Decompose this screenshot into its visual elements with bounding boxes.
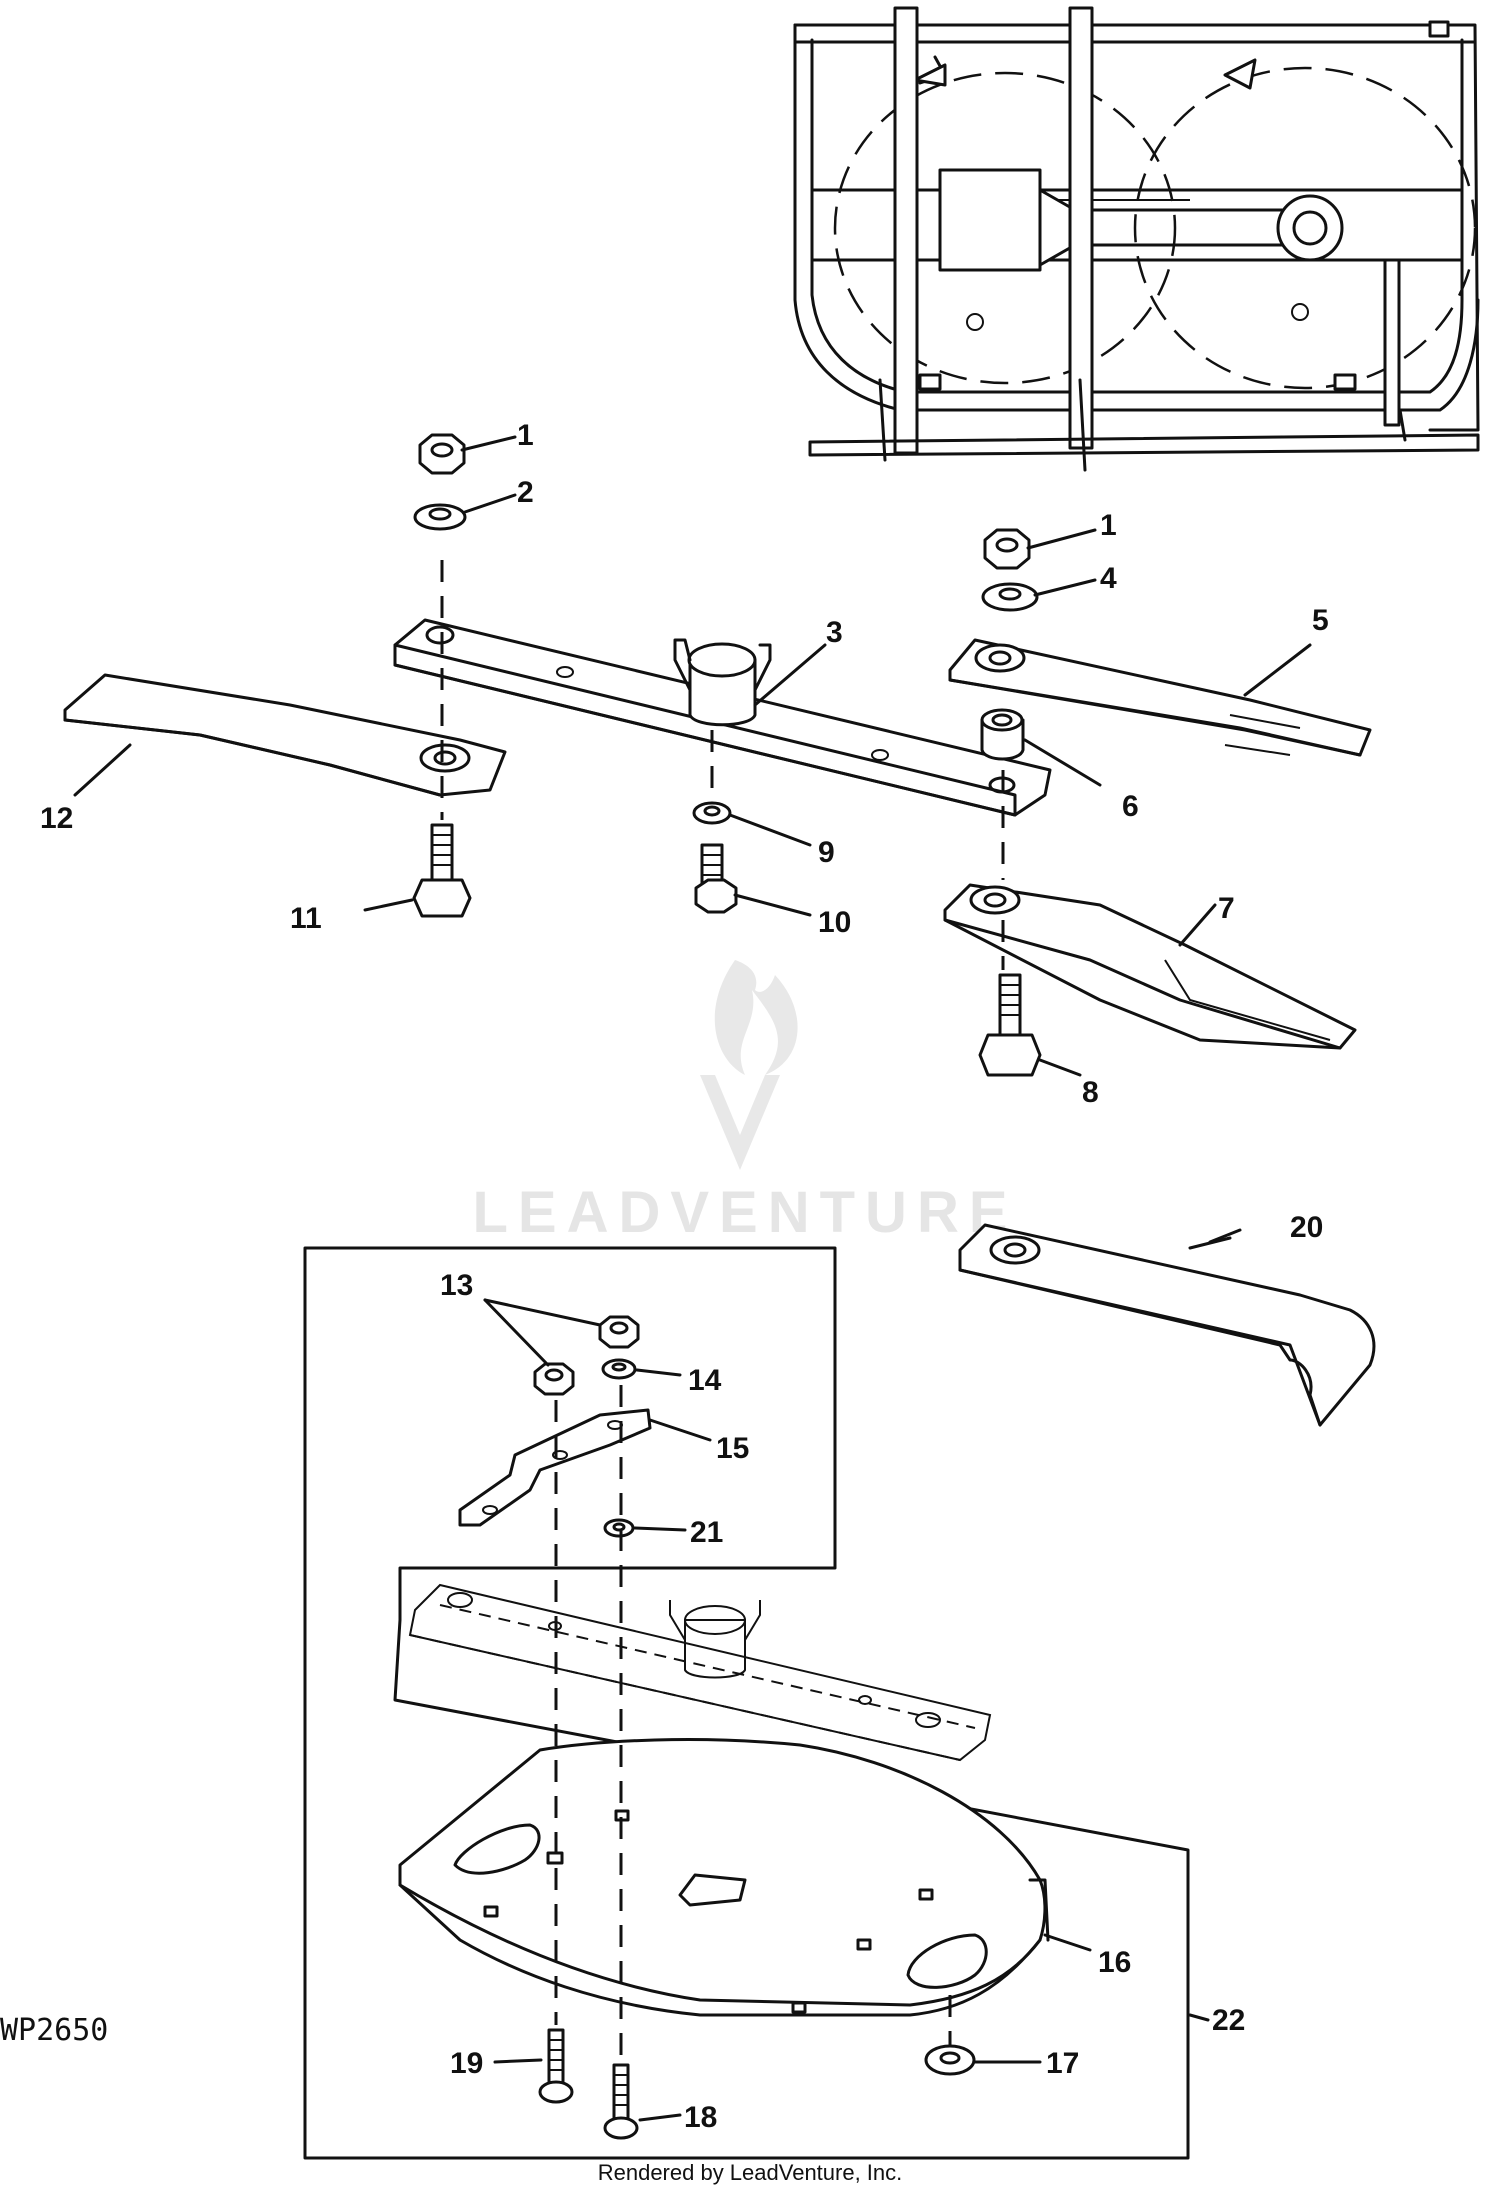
callout-22: 22: [1212, 2004, 1245, 2037]
callout-13: 13: [440, 1269, 473, 1302]
footer-credit: Rendered by LeadVenture, Inc.: [598, 2160, 903, 2185]
callout-4: 4: [1100, 562, 1117, 595]
callout-12: 12: [40, 802, 73, 835]
callout-labels: 1 2 3 1 4 5 6 7 8 9 10 11 12 13 14 15 16…: [40, 419, 1329, 2134]
callout-1-left: 1: [517, 419, 534, 452]
callout-17: 17: [1046, 2047, 1079, 2080]
spacer-part-6: [980, 708, 1025, 761]
bolt-part-10: [694, 843, 738, 914]
cover-plate-part-16: [398, 1738, 1050, 2017]
callout-5: 5: [1312, 604, 1329, 637]
nut-part-13-a: [598, 1315, 640, 1349]
callout-9: 9: [818, 836, 835, 869]
callout-2: 2: [517, 476, 534, 509]
callout-1-right: 1: [1100, 509, 1117, 542]
nut-part-13-b: [533, 1362, 575, 1396]
assembly-axis-lines-upper: [440, 560, 1005, 970]
kit-boundary-part-22: [303, 1246, 1190, 2160]
leader-lines: [73, 435, 1312, 2122]
blade-carrier-part-3: [393, 618, 1052, 817]
watermark: LEADVENTURE: [472, 960, 1017, 1245]
figure-id: WP2650: [0, 2013, 108, 2048]
washer-part-4: [981, 582, 1039, 612]
blade-part-7: [943, 883, 1357, 1050]
nut-part-1-right: [983, 528, 1031, 570]
lock-washer-part-9: [692, 801, 732, 825]
callout-15: 15: [716, 1432, 749, 1465]
callout-14: 14: [688, 1364, 722, 1397]
callout-21: 21: [690, 1516, 723, 1549]
callout-19: 19: [450, 2047, 483, 2080]
bolt-part-18: [603, 2063, 639, 2140]
callout-3: 3: [826, 616, 843, 649]
washer-part-21: [603, 1518, 635, 1538]
callout-18: 18: [684, 2101, 717, 2134]
assembly-axis-lines-lower: [554, 1385, 952, 2060]
callout-11: 11: [290, 902, 322, 935]
callout-16: 16: [1098, 1946, 1131, 1979]
bolt-part-19: [538, 2028, 574, 2104]
mower-deck-housing: [793, 6, 1480, 472]
washer-part-2: [413, 503, 467, 531]
reference-carrier-ghost: [408, 1583, 992, 1762]
callout-6: 6: [1122, 790, 1139, 823]
nut-part-1-left: [418, 433, 466, 475]
washer-part-14: [601, 1358, 637, 1380]
shoulder-bolt-part-8: [978, 973, 1042, 1077]
blade-part-12: [63, 673, 507, 797]
callout-20: 20: [1290, 1211, 1323, 1244]
mulching-blade-part-20: [958, 1223, 1376, 1427]
blade-part-5: [948, 638, 1372, 757]
washer-part-17: [924, 2044, 976, 2076]
callout-10: 10: [818, 906, 851, 939]
shoulder-bolt-part-11: [412, 823, 472, 918]
callout-8: 8: [1082, 1076, 1099, 1109]
callout-7: 7: [1218, 892, 1235, 925]
watermark-text: LEADVENTURE: [472, 1180, 1017, 1245]
